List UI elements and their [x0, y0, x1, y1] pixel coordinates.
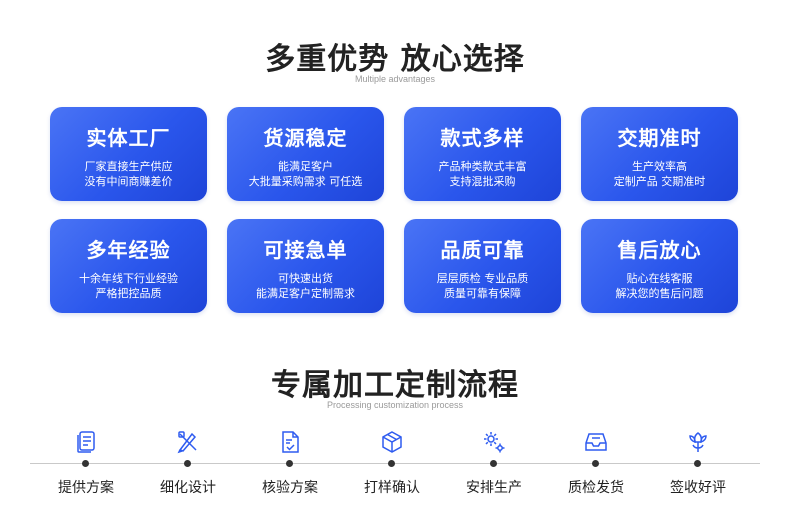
- card-title: 交期准时: [617, 126, 702, 150]
- card-title: 可接急单: [263, 238, 348, 262]
- card-line: 层层质检 专业品质: [436, 272, 529, 285]
- card-title: 货源稳定: [263, 126, 348, 150]
- card-line: 生产效率高: [632, 160, 687, 173]
- process-step: 打样确认: [341, 425, 443, 505]
- box-icon: [379, 429, 405, 455]
- card-title: 款式多样: [440, 126, 525, 150]
- card-title: 品质可靠: [440, 238, 525, 262]
- process-step: 细化设计: [137, 425, 239, 505]
- timeline-dot: [694, 460, 701, 467]
- card-line: 支持混批采购: [449, 175, 516, 188]
- advantage-card-factory: 实体工厂 厂家直接生产供应 没有中间商赚差价: [50, 107, 207, 201]
- card-line: 十余年线下行业经验: [79, 272, 178, 285]
- card-line: 大批量采购需求 可任选: [248, 175, 363, 188]
- card-line: 严格把控品质: [95, 287, 162, 300]
- card-line: 解决您的售后问题: [615, 287, 704, 300]
- card-title: 多年经验: [86, 238, 171, 262]
- card-line: 贴心在线客服: [626, 272, 693, 285]
- card-line: 没有中间商赚差价: [84, 175, 173, 188]
- advantages-title: 多重优势 放心选择: [265, 42, 525, 77]
- advantage-card-experience: 多年经验 十余年线下行业经验 严格把控品质: [50, 219, 207, 313]
- process-step: 质检发货: [545, 425, 647, 505]
- step-label: 签收好评: [670, 480, 726, 496]
- card-line: 厂家直接生产供应: [84, 160, 173, 173]
- advantage-card-aftersales: 售后放心 贴心在线客服 解决您的售后问题: [581, 219, 738, 313]
- process-step: 签收好评: [647, 425, 749, 505]
- process-title: 专属加工定制流程: [271, 368, 519, 403]
- timeline-dot: [388, 460, 395, 467]
- advantage-card-quality: 品质可靠 层层质检 专业品质 质量可靠有保障: [404, 219, 561, 313]
- timeline-dot: [286, 460, 293, 467]
- advantages-subtitle: Multiple advantages: [354, 74, 436, 84]
- design-tools-icon: [175, 429, 201, 455]
- card-line: 能满足客户: [278, 160, 333, 173]
- step-label: 核验方案: [262, 480, 318, 496]
- gears-icon: [481, 429, 507, 455]
- step-label: 细化设计: [160, 480, 216, 496]
- flower-icon: [685, 429, 711, 455]
- timeline-dot: [490, 460, 497, 467]
- advantage-card-supply: 货源稳定 能满足客户 大批量采购需求 可任选: [227, 107, 384, 201]
- document-icon: [73, 429, 99, 455]
- inbox-tray-icon: [583, 429, 609, 455]
- step-label: 安排生产: [466, 480, 522, 496]
- timeline-dot: [184, 460, 191, 467]
- card-line: 质量可靠有保障: [444, 287, 521, 300]
- advantage-card-delivery: 交期准时 生产效率高 定制产品 交期准时: [581, 107, 738, 201]
- step-label: 打样确认: [364, 480, 420, 496]
- process-steps: 提供方案 细化设计 核验方案: [35, 425, 749, 505]
- process-timeline: [30, 463, 760, 464]
- advantages-grid: 实体工厂 厂家直接生产供应 没有中间商赚差价 货源稳定 能满足客户 大批量采购需…: [50, 107, 738, 313]
- timeline-dot: [82, 460, 89, 467]
- step-label: 质检发货: [568, 480, 624, 496]
- process-step: 安排生产: [443, 425, 545, 505]
- process-subtitle: Processing customization process: [326, 400, 464, 410]
- check-document-icon: [277, 429, 303, 455]
- process-step: 提供方案: [35, 425, 137, 505]
- step-label: 提供方案: [58, 480, 114, 496]
- card-title: 售后放心: [617, 238, 702, 262]
- timeline-dot: [592, 460, 599, 467]
- card-line: 产品种类款式丰富: [438, 160, 527, 173]
- advantage-card-rush: 可接急单 可快速出货 能满足客户定制需求: [227, 219, 384, 313]
- card-line: 可快速出货: [278, 272, 333, 285]
- card-line: 能满足客户定制需求: [256, 287, 355, 300]
- advantage-card-styles: 款式多样 产品种类款式丰富 支持混批采购: [404, 107, 561, 201]
- process-step: 核验方案: [239, 425, 341, 505]
- card-line: 定制产品 交期准时: [613, 175, 706, 188]
- card-title: 实体工厂: [86, 126, 171, 150]
